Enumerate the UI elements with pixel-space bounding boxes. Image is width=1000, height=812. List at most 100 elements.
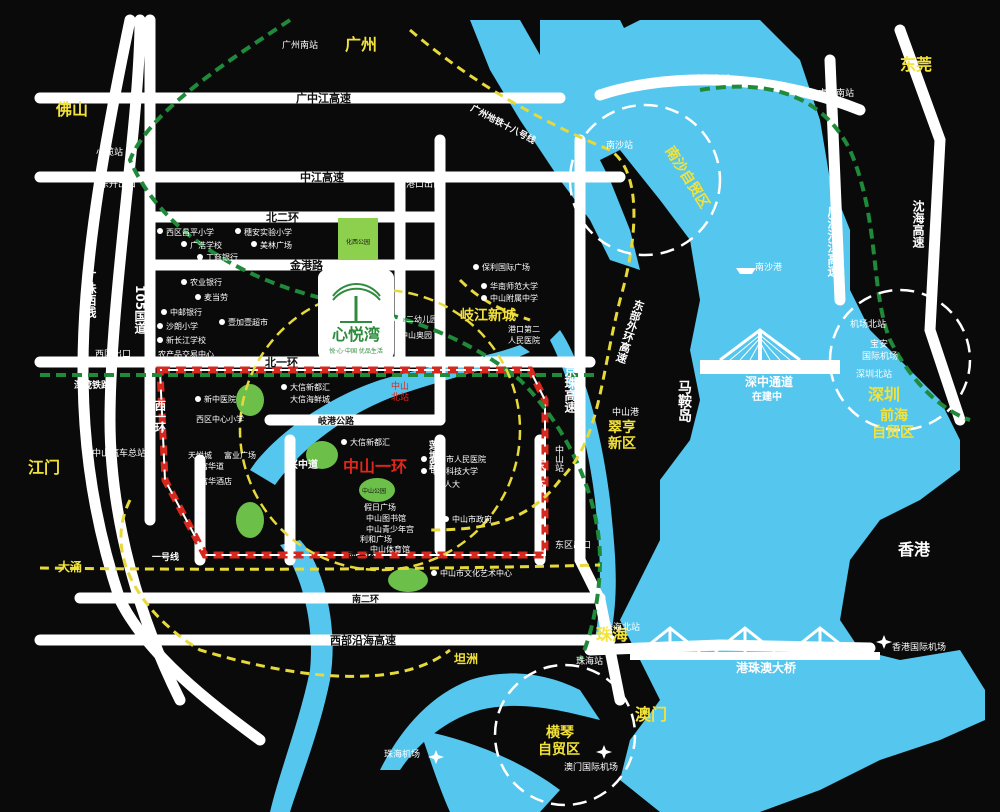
poi-daxin: 大信新都汇 — [290, 382, 330, 392]
poi-gangkou-hospital-2: 人民医院 — [508, 335, 540, 345]
poi-guangtai: 广浩学校 — [190, 240, 222, 250]
pearl-river-estuary — [580, 20, 985, 812]
zone-hengqin-line2: 自贸区 — [538, 741, 580, 758]
metro-layer — [39, 28, 636, 678]
station-airport-north: 机场北站 — [850, 318, 886, 330]
city-madao: 马鞍岛 — [676, 380, 692, 423]
circle-hengqin — [493, 663, 637, 807]
poi-labels: 西区昌平小学 穗安实验小学 广浩学校 美林广场 工商银行 农业银行 麦当劳 中邮… — [158, 227, 540, 578]
poi-culture: 中山市文化艺术中心 — [440, 568, 512, 578]
poi-dier: 第二幼儿园 — [398, 314, 438, 324]
road-guangzhu-west — [77, 14, 266, 746]
station-xiaolan: 小榄站 — [96, 146, 123, 158]
hzm-bridge — [630, 626, 880, 660]
poi-sports: 中山体育馆 — [370, 544, 410, 554]
station-macau-airport: 澳门国际机场 — [564, 761, 618, 773]
poi-library: 中山图书馆 — [366, 513, 406, 523]
label-east-ring: 东一环 — [533, 459, 545, 491]
poi-renda: 市人大 — [436, 479, 460, 489]
park-yixianhu — [306, 441, 338, 469]
airplane-icon — [596, 745, 612, 759]
poi-zhongda: 中山附属中学 — [490, 293, 538, 303]
west-river-channel — [270, 540, 333, 812]
zone-cuiheng-line1: 翠亨 — [608, 419, 636, 436]
rail-humen-shenzhen — [699, 84, 971, 422]
poi-xiqu-changping: 西区昌平小学 — [166, 227, 214, 237]
station-zhongshan: 中山站 — [553, 444, 564, 473]
city-guangzhou: 广州 — [345, 35, 377, 54]
city-macau: 澳门 — [635, 705, 667, 724]
road-humen — [594, 74, 866, 116]
station-zhuhai-north: 珠海北站 — [604, 621, 640, 633]
poi-zhongxiao: 中邮银行 — [170, 307, 202, 317]
label-guangzhu-west: 广珠西线 — [83, 269, 97, 319]
station-gangkou: 港口出口 — [406, 178, 442, 190]
station-zhongshan-north-1: 中山 — [391, 380, 409, 392]
poi-fuhua-road: 富华道 — [200, 461, 224, 471]
zone-qianhai-line1: 前海 — [880, 407, 908, 424]
station-hk-airport: 香港国际机场 — [892, 641, 946, 653]
station-zhongshan-north-2: 北站 — [391, 391, 409, 403]
poi-meilin: 美林广场 — [260, 240, 292, 250]
label-jinggang: 京珠高速 — [563, 364, 577, 414]
metro-line5 — [119, 499, 451, 678]
circle-shenzhen — [828, 288, 972, 432]
station-shenzhen-north: 深圳北站 — [856, 368, 892, 380]
label-xingzhong: 兴中道 — [288, 458, 318, 471]
metro-line18 — [409, 28, 636, 532]
park-layer — [236, 218, 428, 592]
park-zhongshan — [359, 478, 395, 502]
label-shagang: 金港路 — [289, 258, 324, 272]
ship-icon — [736, 268, 756, 274]
shenzhong-bridge — [700, 328, 840, 374]
city-dongguan: 东莞 — [900, 55, 932, 74]
ring-zhongshan-one-inner — [158, 369, 546, 556]
nansha-water — [470, 20, 640, 270]
station-labels: 广州南站 小榄站 东升出口 港口出口 西区出口 中山汽车总站 中山站 东区出口 … — [58, 39, 946, 773]
rail-layer — [40, 18, 971, 661]
label-guangzhongjiang: 广中江高速 — [296, 91, 351, 105]
park-xingzhong — [236, 502, 264, 538]
label-shenzhong: 深中通道 — [745, 374, 793, 389]
icon-layer — [157, 228, 892, 764]
label-gangzhuao: 港珠澳大桥 — [736, 660, 797, 675]
poi-zhongshan-high: 中山奥园 — [400, 330, 432, 340]
park-labels: 化西公园 中山公园 — [346, 238, 386, 495]
zone-qijiang: 岐江新城 — [460, 307, 516, 324]
city-zhuhai: 珠海 — [596, 625, 628, 644]
label-national105: 105国道 — [133, 285, 147, 335]
airplane-icon — [428, 750, 444, 764]
station-humen-bridge: 虎门大桥 — [694, 73, 730, 85]
station-dongqu: 东区出口 — [555, 539, 591, 551]
label-west-ring: 西一环 — [154, 400, 167, 434]
road-shenhai — [894, 24, 966, 426]
label-shenmao: 深茂铁路 — [74, 379, 111, 391]
label-north-ring2: 北二环 — [266, 210, 299, 224]
poi-gov: 中山市政府 — [452, 514, 492, 524]
circle-nansha — [568, 103, 722, 257]
station-baoan-line2: 国际机场 — [862, 350, 898, 362]
station-dayong: 大涌 — [58, 559, 82, 574]
label-north-ring: 北一环 — [265, 355, 298, 369]
label-yihao: 一号线 — [152, 551, 179, 563]
park-dongqu — [388, 568, 428, 592]
poi-dianzi: 电子科技大学 — [430, 466, 478, 476]
poi-youth: 中山青少年宫 — [366, 524, 414, 534]
poi-jianzhong: 穗安实验小学 — [244, 227, 292, 237]
station-xiqu: 西区出口 — [95, 348, 131, 360]
poi-baoli: 保利国际广场 — [482, 262, 530, 272]
station-nansha: 南沙站 — [606, 139, 633, 151]
label-shenhai: 沈海高速 — [911, 199, 925, 249]
poi-maidanglao: 麦当劳 — [204, 292, 228, 302]
label-lianyuan: 莲塘路 — [427, 439, 439, 471]
poi-xinchang: 新长江学校 — [166, 335, 206, 345]
lower-channel — [420, 730, 560, 812]
park-zimaling — [236, 384, 264, 416]
poi-fuhua-hotel: 富华酒店 — [200, 476, 232, 486]
zone-qianhai-line2: 自贸区 — [872, 424, 914, 441]
label-qigang: 岐港公路 — [318, 415, 355, 427]
poi-tianyue: 天悦城 — [188, 450, 212, 460]
poi-shagang-small: 沙朗小学 — [166, 321, 198, 331]
city-foshan: 佛山 — [55, 100, 88, 119]
